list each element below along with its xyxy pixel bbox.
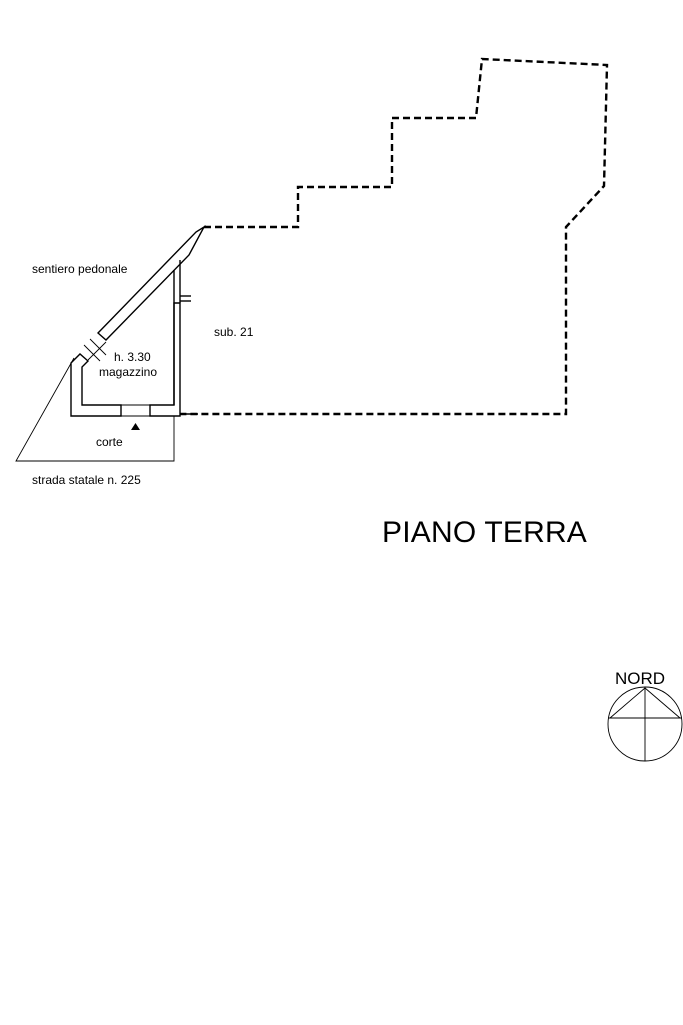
window-mark	[83, 338, 107, 362]
left-wall	[70, 353, 122, 417]
diagonal-wall	[96, 225, 206, 341]
path-label: sentiero pedonale	[32, 262, 128, 276]
entrance-arrow-icon	[131, 423, 140, 430]
room-label: magazzino	[99, 365, 157, 379]
north-label: NORD	[615, 669, 665, 688]
bottom-wall	[149, 302, 181, 417]
north-compass-icon	[607, 686, 683, 762]
height-label: h. 3.30	[114, 350, 151, 364]
door-opening	[121, 404, 150, 417]
sub21-boundary	[180, 57, 609, 416]
yard-label: corte	[96, 435, 123, 449]
unit-label: sub. 21	[214, 325, 254, 339]
road-label: strada statale n. 225	[32, 473, 141, 487]
page-title: PIANO TERRA	[382, 516, 587, 549]
partition-stubs	[180, 295, 191, 302]
courtyard-outline	[15, 357, 175, 462]
